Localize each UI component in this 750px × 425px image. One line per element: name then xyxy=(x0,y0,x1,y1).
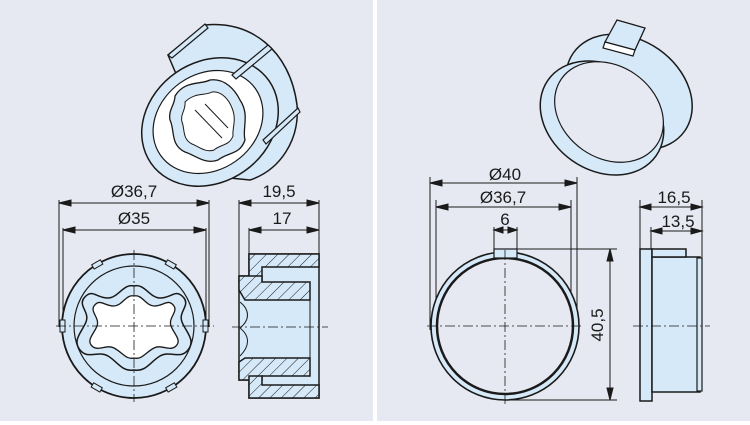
center-lines-front xyxy=(56,250,214,402)
center-lines-front xyxy=(427,250,584,404)
left-part-drawing: Ø36,7 Ø35 19,5 17 xyxy=(56,23,328,402)
dim-label-total-length: 16,5 xyxy=(657,188,690,207)
dim-label-inner-diameter: Ø36,7 xyxy=(480,188,526,207)
dim-label-tab-width: 6 xyxy=(500,210,509,229)
dimension-height xyxy=(505,248,617,401)
isometric-view xyxy=(539,19,693,176)
dimension-total-length xyxy=(638,200,704,263)
dimension-inner-diameter xyxy=(62,226,207,325)
dim-label-total-length: 19,5 xyxy=(262,182,295,201)
dim-label-inner-diameter: Ø35 xyxy=(118,209,150,228)
dimension-outer-diameter xyxy=(58,199,210,327)
isometric-view xyxy=(140,23,301,187)
dim-label-body-length: 17 xyxy=(273,209,292,228)
dim-label-outer-diameter: Ø36,7 xyxy=(111,182,157,201)
dim-label-body-length: 13,5 xyxy=(661,212,694,231)
section-view xyxy=(238,253,320,399)
dim-label-outer-diameter: Ø40 xyxy=(489,165,521,184)
left-panel: Ø36,7 Ø35 19,5 17 xyxy=(0,0,373,421)
right-part-drawing: Ø40 Ø36,7 6 40,5 xyxy=(427,19,710,404)
right-panel: Ø40 Ø36,7 6 40,5 xyxy=(377,0,750,421)
side-view xyxy=(639,248,703,402)
dimension-tab-width xyxy=(492,226,519,250)
dimension-total-length xyxy=(238,199,320,320)
dim-label-height: 40,5 xyxy=(588,308,607,341)
dimension-outer-diameter xyxy=(429,177,578,330)
